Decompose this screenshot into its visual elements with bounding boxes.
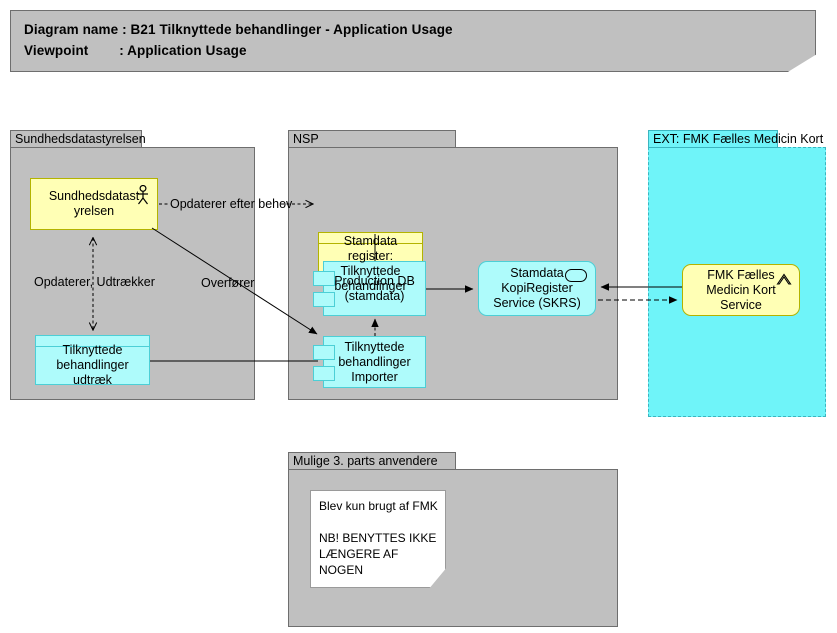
- diagram-title-banner: Diagram name : B21 Tilknyttede behandlin…: [10, 10, 816, 72]
- node-tilknyttede-behandlinger-udtraek[interactable]: Tilknyttede behandlinger udtræk: [35, 335, 150, 387]
- node-label-stamdata-kopiregister-service: Stamdata KopiRegister Service (SKRS): [493, 266, 581, 310]
- node-tilknyttede-behandlinger-importer[interactable]: Tilknyttede behandlinger Importer: [313, 336, 426, 388]
- component-port-top: [313, 345, 335, 360]
- service-oval-icon: [565, 269, 587, 282]
- node-sundhedsdatastyrelsen-actor[interactable]: Sundhedsdatast yrelsen: [30, 178, 158, 230]
- data-object-header-bar: [319, 233, 422, 244]
- component-port-bottom: [313, 366, 335, 381]
- note-text: Blev kun brugt af FMK NB! BENYTTES IKKE …: [319, 499, 438, 577]
- node-label-tilknyttede-behandlinger-udtraek: Tilknyttede behandlinger udtræk: [56, 342, 129, 387]
- group-label-tredjeparts-anvendere: Mulige 3. parts anvendere: [288, 452, 456, 470]
- connector-label-overfoerer: Overfører: [201, 276, 255, 290]
- diagram-name-line: Diagram name : B21 Tilknyttede behandlin…: [24, 22, 453, 37]
- chevron-up-icon: [776, 273, 792, 285]
- note-box: Blev kun brugt af FMK NB! BENYTTES IKKE …: [310, 490, 446, 588]
- viewpoint-line: Viewpoint : Application Usage: [24, 43, 247, 58]
- connector-label-opdaterer-udtraekker: Opdaterer, Udtrækker: [34, 275, 155, 289]
- group-label-nsp: NSP: [288, 130, 456, 148]
- node-label-fmk-faelles-medicin-kort-service: FMK Fælles Medicin Kort Service: [706, 267, 776, 312]
- connector-label-opdaterer-efter-behov: Opdaterer efter behov: [170, 197, 293, 211]
- node-production-db[interactable]: Production DB (stamdata): [313, 261, 426, 316]
- node-stamdata-kopiregister-service[interactable]: Stamdata KopiRegister Service (SKRS): [478, 261, 596, 316]
- group-label-ext-fmk: EXT: FMK Fælles Medicin Kort: [648, 130, 823, 148]
- data-object-header-bar: [36, 336, 149, 347]
- group-label-sundhedsdatastyrelsen: Sundhedsdatastyrelsen: [10, 130, 146, 148]
- node-fmk-faelles-medicin-kort-service[interactable]: FMK Fælles Medicin Kort Service: [682, 264, 800, 316]
- actor-icon: [138, 185, 148, 205]
- node-label-production-db: Production DB (stamdata): [334, 273, 415, 303]
- node-label-tilknyttede-behandlinger-importer: Tilknyttede behandlinger Importer: [338, 339, 411, 384]
- node-stamdata-register[interactable]: Stamdata register: Tilknyttede behandlin…: [318, 232, 423, 293]
- node-label-stamdata-register: Stamdata register: Tilknyttede behandlin…: [334, 234, 407, 293]
- node-label-sundhedsdatastyrelsen-actor: Sundhedsdatast yrelsen: [48, 189, 140, 218]
